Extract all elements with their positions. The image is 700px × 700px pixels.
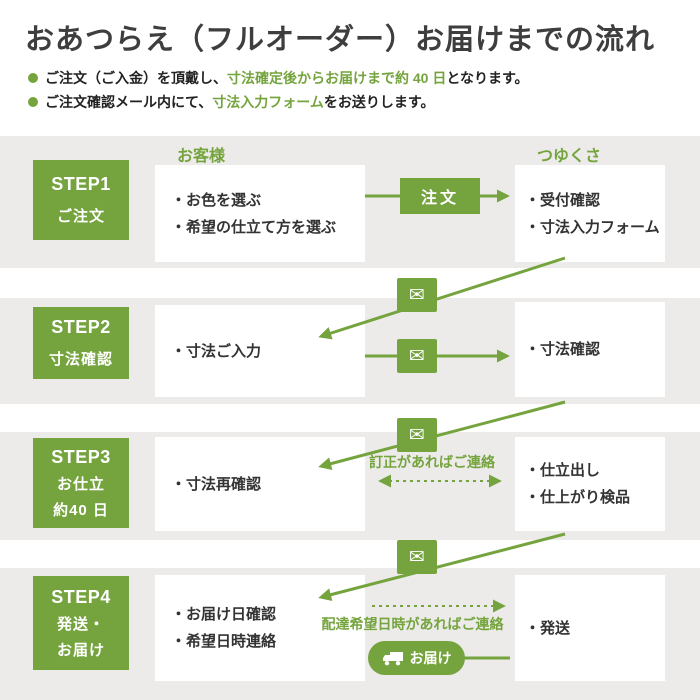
delivery-badge: お届け	[368, 641, 465, 675]
column-header-customer: お客様	[177, 148, 226, 165]
step2-label: STEP2	[51, 317, 111, 337]
note-highlight: 寸法確定後からお届けまで約 40 日	[227, 70, 447, 86]
step4-sublabel: 発送・	[56, 615, 105, 633]
list-item: 希望の仕立て方を選ぶ	[171, 214, 365, 241]
step3-shop-box: 仕立出し 仕上がり検品	[515, 437, 665, 531]
step1-shop-box: 受付確認 寸法入力フォーム	[515, 165, 665, 262]
step2-shop-box: 寸法確認	[515, 302, 665, 397]
step4-shop-box: 発送	[515, 575, 665, 681]
step3-customer-box: 寸法再確認	[155, 437, 365, 531]
delivery-request-note: 配達希望日時があればご連絡	[321, 616, 504, 632]
page-title: おあつらえ（フルオーダー）お届けまでの流れ	[25, 24, 656, 56]
mail-icon: ✉	[409, 345, 425, 367]
order-badge: 注文	[400, 178, 480, 214]
list-item: 寸法確認	[525, 336, 665, 363]
list-item: 希望日時連絡	[171, 628, 365, 655]
mail-badge-3: ✉	[397, 418, 437, 452]
step4-box: STEP4 発送・ お届け	[33, 576, 129, 670]
step4-sublabel: お届け	[56, 641, 105, 659]
note-highlight: 寸法入力フォーム	[212, 94, 324, 110]
step4-label: STEP4	[51, 586, 111, 607]
note-text: ご注文確認メール内にて、寸法入力フォームをお送りします。	[45, 92, 435, 112]
note-text: ご注文（ご入金）を頂戴し、寸法確定後からお届けまで約 40 日となります。	[45, 68, 529, 88]
list-item: 仕立出し	[525, 457, 665, 484]
step3-sublabel: お仕立	[56, 475, 105, 493]
step1-customer-box: お色を選ぶ 希望の仕立て方を選ぶ	[155, 165, 365, 262]
column-header-shop: つゆくさ	[537, 148, 602, 165]
list-item: 寸法入力フォーム	[525, 214, 665, 241]
step3-sublabel: 約40 日	[53, 501, 109, 519]
step2-sublabel: 寸法確認	[48, 351, 113, 368]
list-item: 仕上がり検品	[525, 484, 665, 511]
list-item: 受付確認	[525, 187, 665, 214]
step1-sublabel: ご注文	[56, 208, 105, 225]
mail-icon: ✉	[409, 546, 425, 568]
step1-label: STEP1	[51, 174, 111, 194]
step1-box: STEP1 ご注文	[33, 160, 129, 240]
mail-badge-4: ✉	[397, 540, 437, 574]
step3-label: STEP3	[51, 446, 111, 467]
bullet-icon	[28, 73, 38, 83]
mail-icon: ✉	[409, 424, 425, 446]
delivery-badge-label: お届け	[409, 650, 452, 666]
mail-icon: ✉	[409, 284, 425, 306]
bullet-icon	[28, 97, 38, 107]
list-item: 寸法ご入力	[171, 338, 365, 365]
step3-box: STEP3 お仕立 約40 日	[33, 438, 129, 528]
note-line-1: ご注文（ご入金）を頂戴し、寸法確定後からお届けまで約 40 日となります。	[28, 68, 529, 88]
mail-badge-1: ✉	[397, 278, 437, 312]
note-line-2: ご注文確認メール内にて、寸法入力フォームをお送りします。	[28, 92, 435, 112]
step2-box: STEP2 寸法確認	[33, 307, 129, 379]
note-post: となります。	[446, 70, 529, 86]
truck-icon	[382, 651, 403, 665]
correction-note: 訂正があればご連絡	[369, 454, 495, 470]
note-pre: ご注文（ご入金）を頂戴し、	[45, 70, 227, 86]
step4-customer-box: お届け日確認 希望日時連絡	[155, 575, 365, 681]
list-item: お色を選ぶ	[171, 187, 365, 214]
note-pre: ご注文確認メール内にて、	[45, 94, 213, 110]
note-post: をお送りします。	[323, 94, 435, 110]
list-item: 寸法再確認	[171, 471, 365, 498]
list-item: 発送	[525, 615, 665, 642]
step2-customer-box: 寸法ご入力	[155, 305, 365, 397]
mail-badge-2: ✉	[397, 339, 437, 373]
list-item: お届け日確認	[171, 601, 365, 628]
